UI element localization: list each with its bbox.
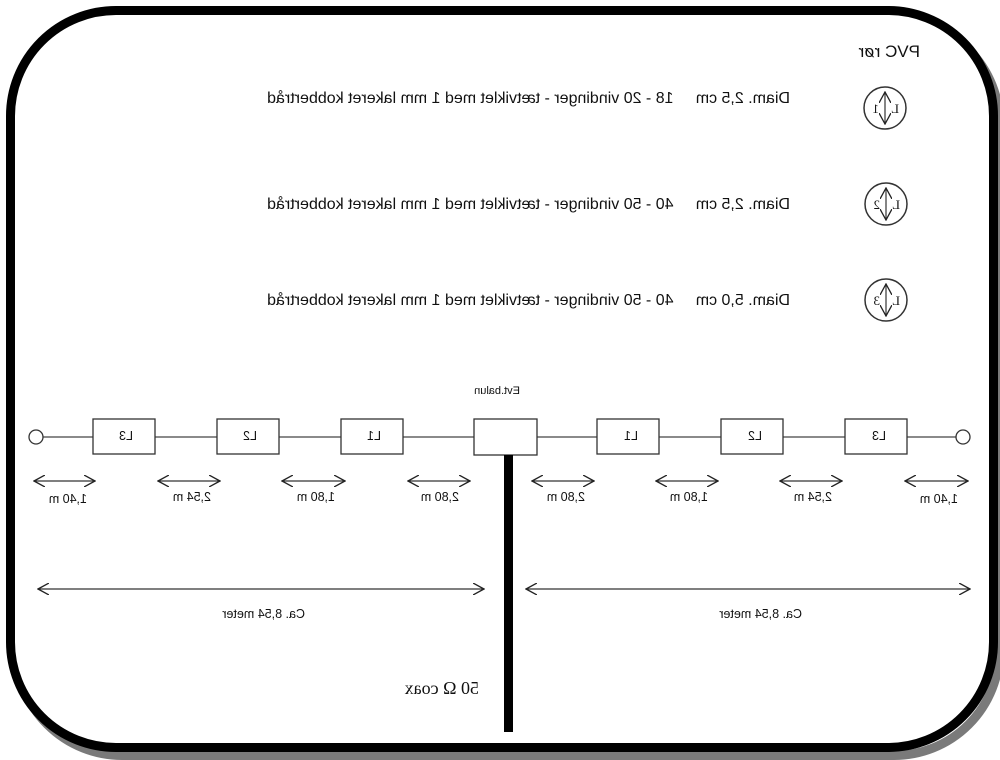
coil-box-l3-right (92, 418, 156, 455)
coil-label-l1-right: L1 (367, 429, 381, 443)
coil-icon-label: L (892, 293, 900, 308)
coil-box-l1-right (340, 418, 404, 455)
balun-box (473, 418, 538, 456)
rounded-frame (6, 6, 998, 752)
coil-icon-l2 (864, 182, 908, 226)
segment-label-5: 2,80 m (420, 490, 459, 504)
coil-icon-l1 (863, 86, 907, 130)
balun-label: Evt.balun (474, 385, 520, 397)
coil-label-l2-right: L2 (243, 429, 257, 443)
coax-feedline (504, 455, 513, 732)
coil-box-l1-left (596, 418, 660, 455)
coil-label-l3-right: L3 (119, 429, 133, 443)
coil-icon-label: L (891, 101, 899, 116)
coil-box-l2-right (216, 418, 280, 455)
segment-label-3: 1,80 m (669, 490, 708, 504)
segment-label-8: 1,40 m (48, 492, 87, 506)
segment-label-6: 1,80 m (296, 490, 335, 504)
end-insulator-left (955, 429, 971, 445)
segment-label-4: 2,80 m (546, 490, 585, 504)
coil-box-l2-left (720, 418, 784, 455)
coax-label: 50 Ω coax (404, 678, 479, 698)
coil-icon-label: 3 (874, 293, 881, 308)
coil-icon-l3 (864, 278, 908, 322)
end-insulator-right (28, 429, 44, 445)
segment-label-1: 1,40 m (919, 492, 958, 506)
coil-label-l3-left: L3 (872, 429, 886, 443)
segment-label-2: 2,54 m (793, 490, 832, 504)
coil-label-l1-left: L1 (624, 429, 638, 443)
coil-icon-label: 1 (873, 101, 880, 116)
coil-label-l2-left: L2 (748, 429, 762, 443)
total-label-left: Ca. 8,54 meter (222, 607, 305, 621)
segment-label-7: 2,54 m (172, 490, 211, 504)
coil-icon-label: L (892, 197, 900, 212)
coil-icon-label: 2 (874, 197, 881, 212)
total-label-right: Ca. 8,54 meter (719, 607, 802, 621)
coil-box-l3-left (844, 418, 908, 455)
